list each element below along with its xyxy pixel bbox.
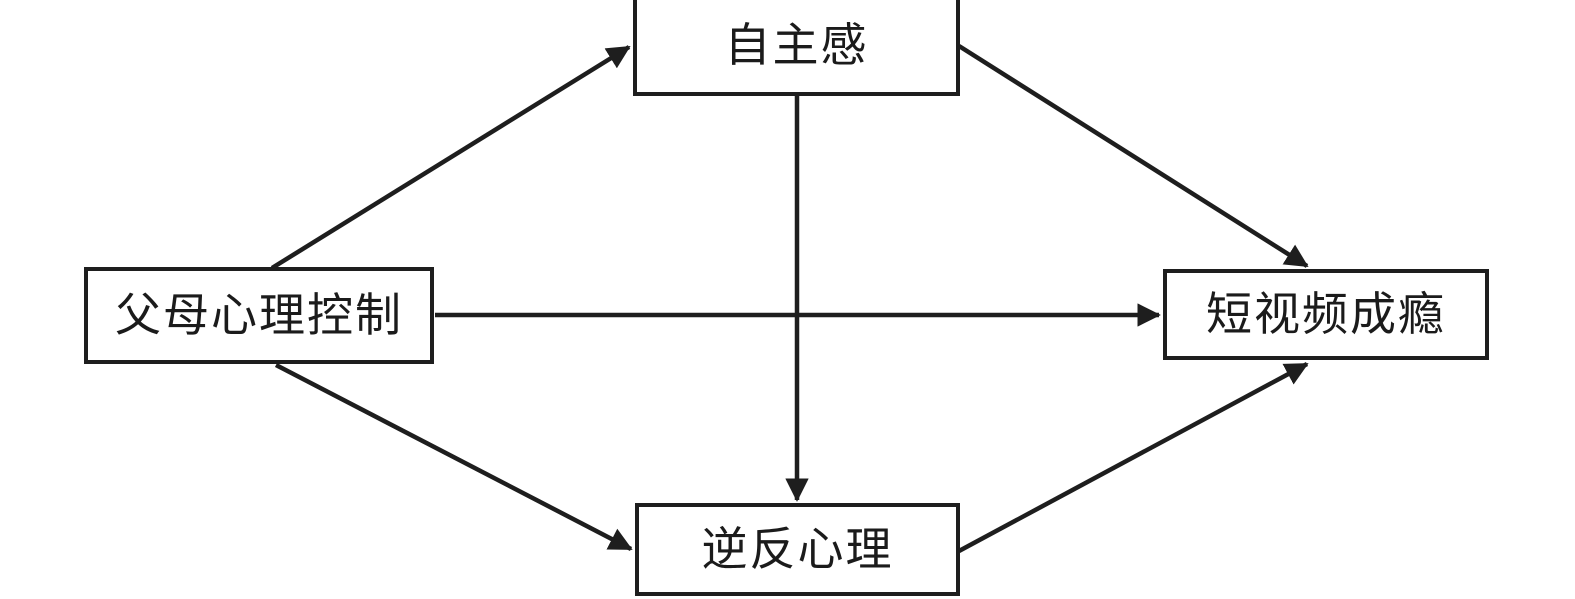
- edge-parental-to-autonomy: [270, 45, 631, 270]
- node-parental-control-label: 父母心理控制: [115, 289, 403, 341]
- node-reactance[interactable]: 逆反心理: [635, 503, 960, 596]
- node-autonomy-label: 自主感: [724, 20, 869, 71]
- node-parental-control[interactable]: 父母心理控制: [84, 267, 434, 364]
- edge-autonomy-to-addiction: [957, 44, 1309, 268]
- node-short-video-addiction[interactable]: 短视频成瘾: [1163, 269, 1489, 360]
- node-reactance-label: 逆反心理: [701, 523, 894, 575]
- node-short-video-addiction-label: 短视频成瘾: [1206, 288, 1446, 340]
- node-autonomy[interactable]: 自主感: [633, 0, 960, 96]
- edge-reactance-to-addiction: [957, 362, 1309, 553]
- edge-parental-to-reactance: [274, 363, 633, 551]
